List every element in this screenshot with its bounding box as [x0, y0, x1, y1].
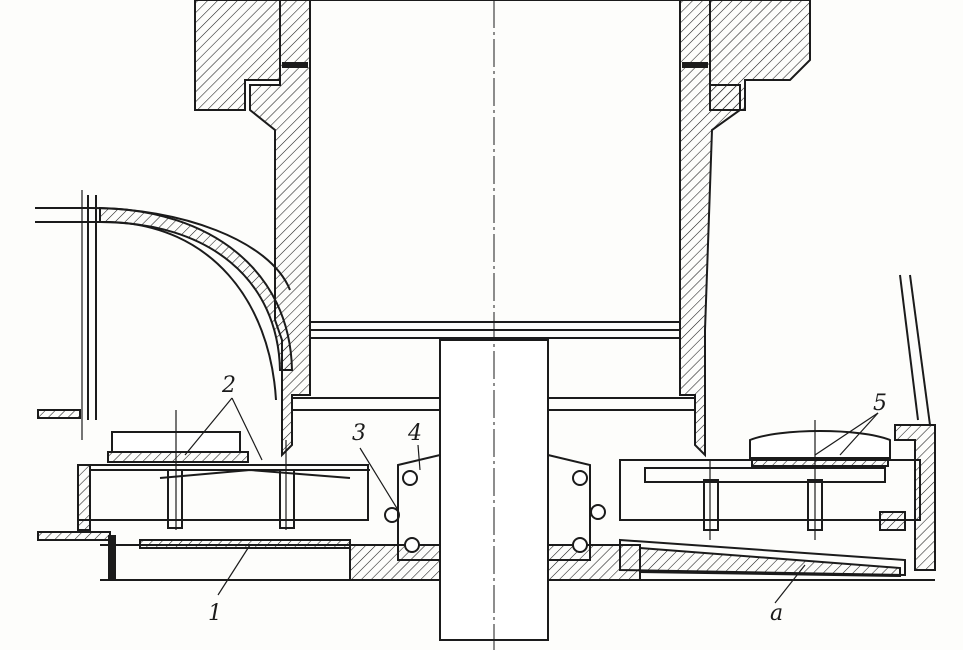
main-cylinder	[309, 0, 681, 331]
label-3: 3	[352, 421, 366, 446]
housing-wall-right	[679, 0, 741, 458]
gear-assembly	[349, 453, 641, 581]
label-4: 4	[407, 421, 422, 446]
frame-right	[560, 274, 936, 581]
label-1: 1	[208, 601, 222, 626]
rotor-left	[90, 410, 370, 530]
rotor-right	[644, 420, 891, 540]
air-duct-left	[35, 190, 294, 440]
foundation-left	[194, 0, 281, 111]
label-2: 2	[221, 373, 236, 398]
label-5: 5	[873, 391, 887, 416]
leader-lines	[184, 397, 879, 604]
label-a: a	[770, 601, 783, 626]
